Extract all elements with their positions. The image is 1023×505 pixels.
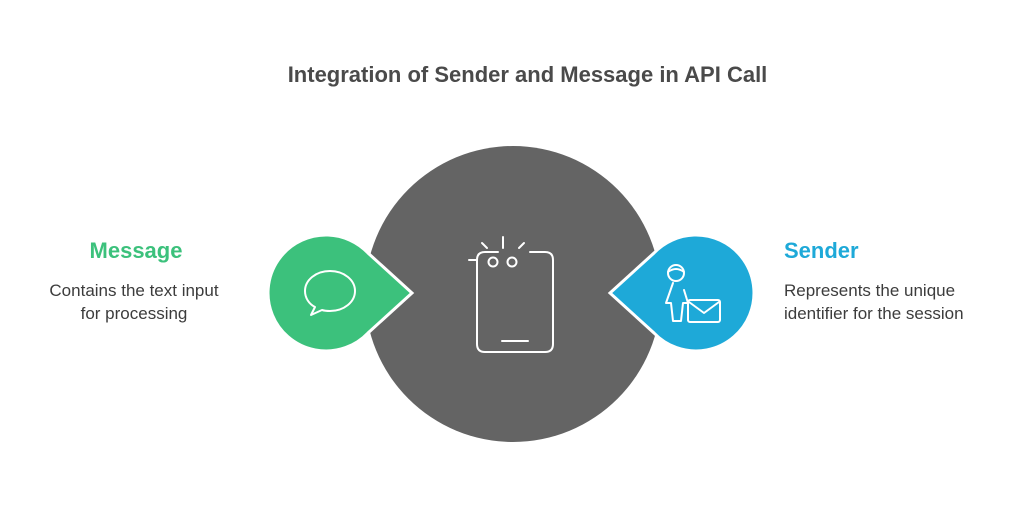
message-node bbox=[266, 233, 415, 353]
center-circle bbox=[365, 146, 661, 442]
message-description: Contains the text input for processing bbox=[0, 279, 268, 325]
sender-description-line: Represents the unique bbox=[784, 281, 956, 300]
sender-description-line: identifier for the session bbox=[784, 304, 964, 323]
message-title: Message bbox=[89, 238, 183, 263]
sender-description: Represents the unique identifier for the… bbox=[784, 279, 1014, 325]
diagram-title: Integration of Sender and Message in API… bbox=[287, 62, 768, 87]
person-with-envelope-icon bbox=[665, 264, 721, 323]
sender-title: Sender bbox=[784, 238, 859, 263]
message-description-line: Contains the text input bbox=[49, 281, 219, 300]
message-description-line: for processing bbox=[80, 304, 188, 323]
speech-bubble-icon bbox=[304, 270, 356, 316]
device-notification-icon bbox=[468, 236, 554, 353]
